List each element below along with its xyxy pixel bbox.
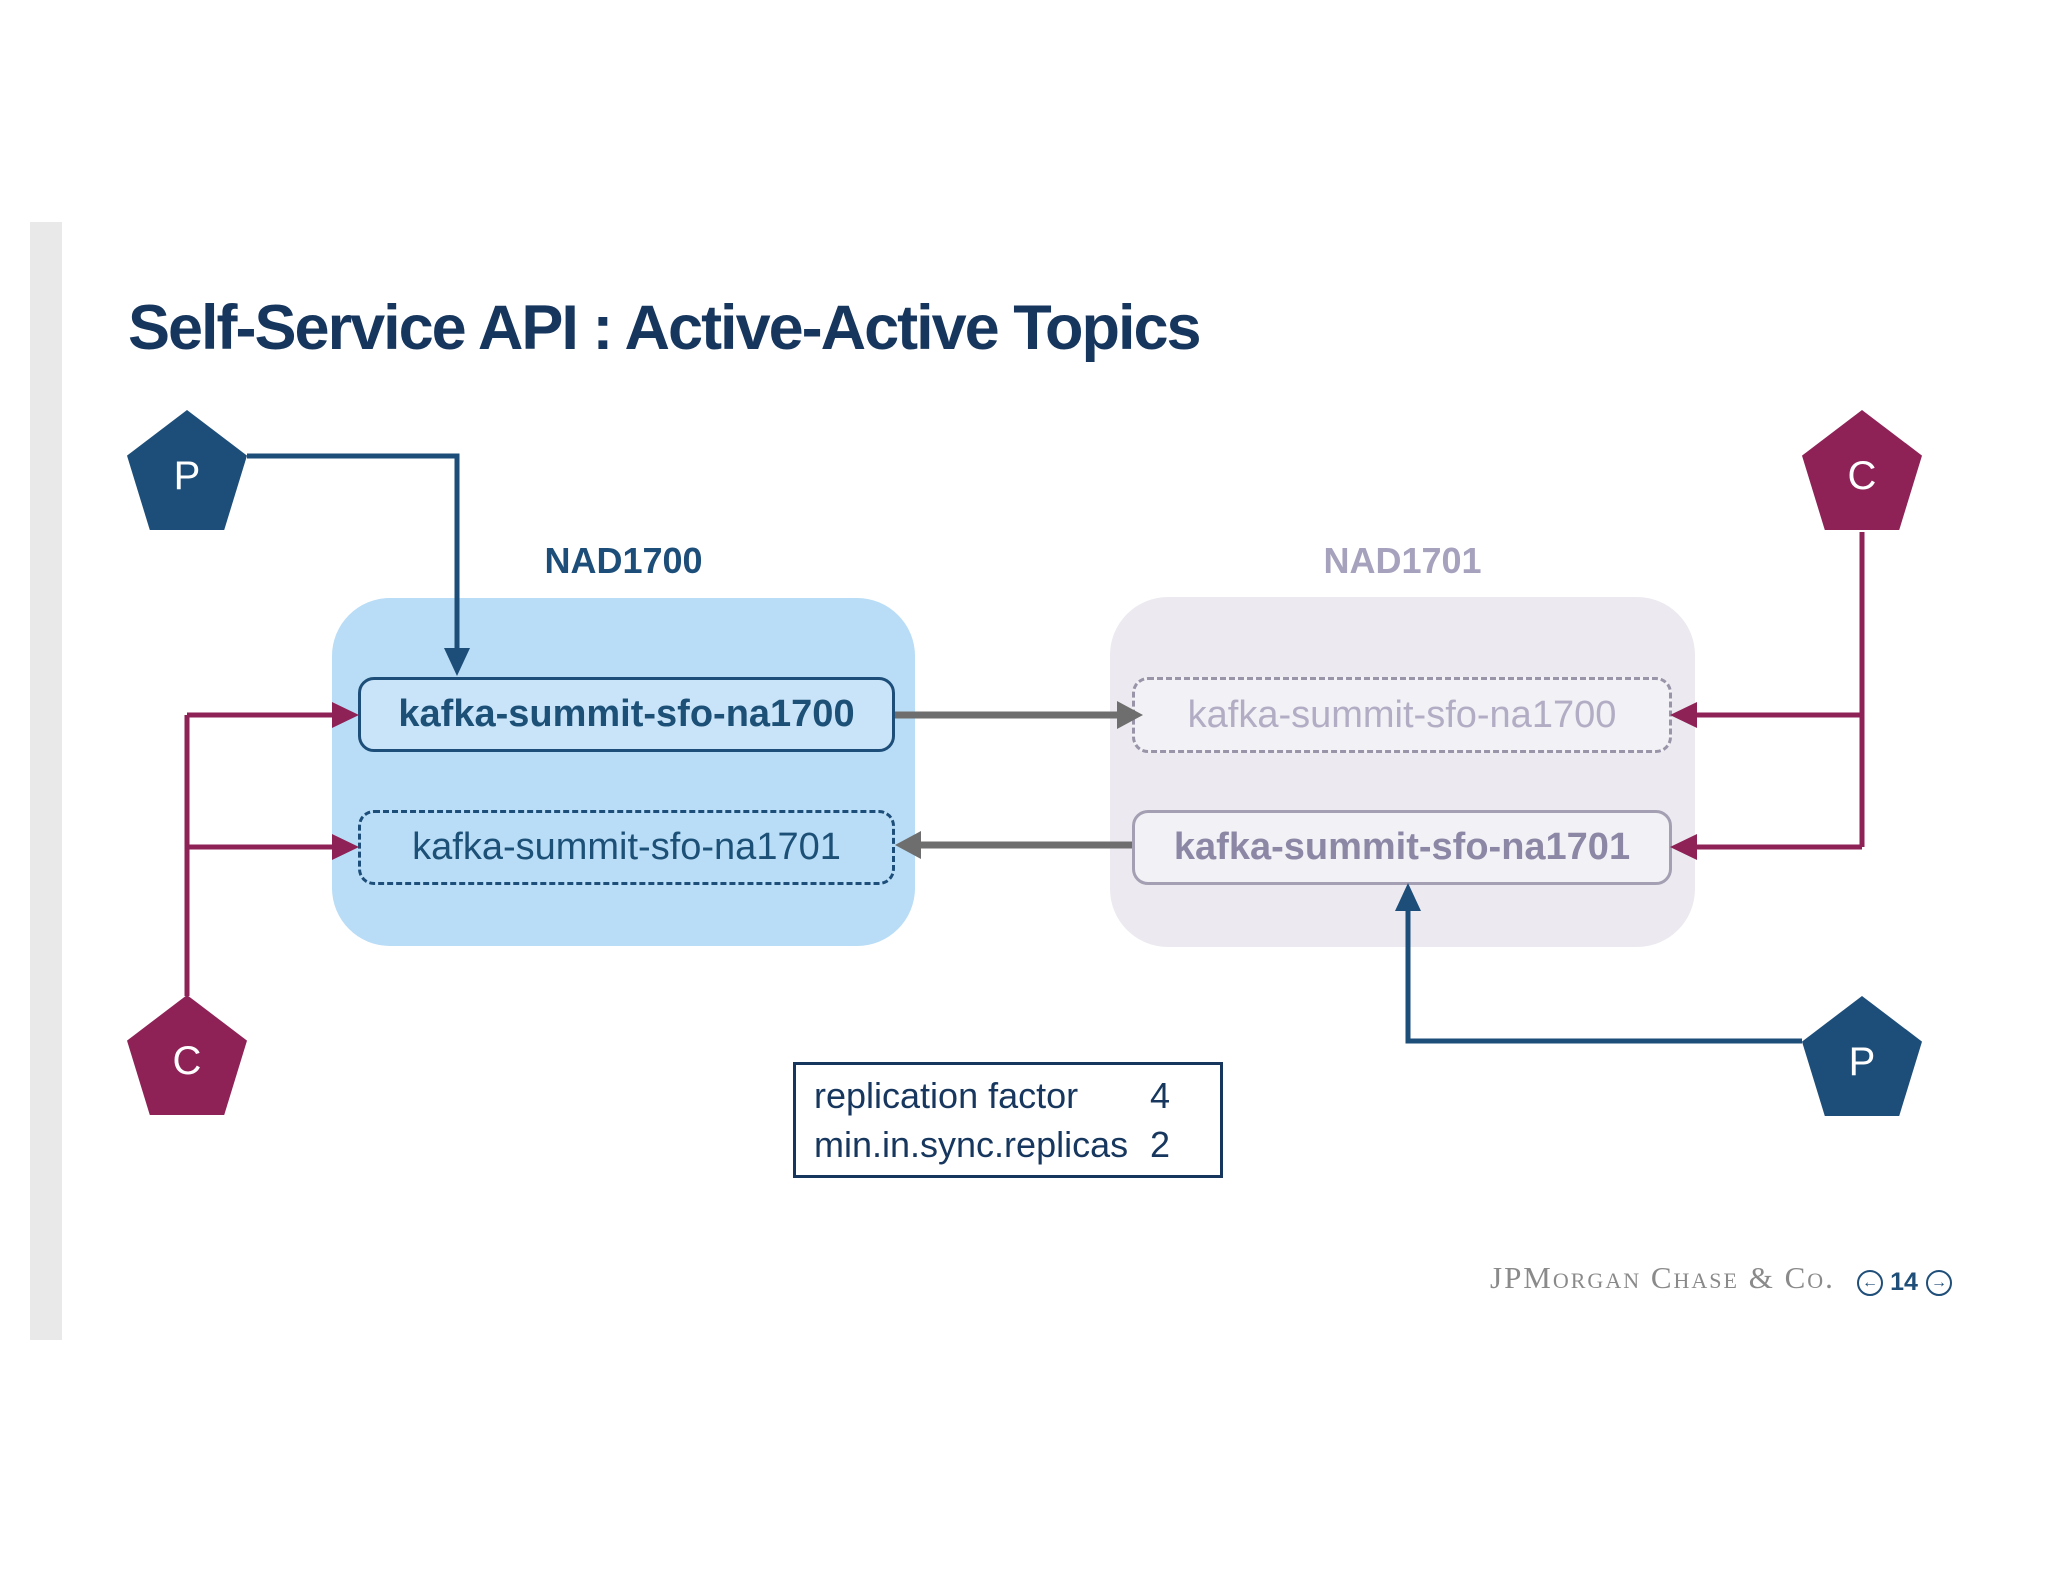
consumer-left-pentagon: C: [127, 995, 247, 1115]
topic-right-primary-label: kafka-summit-sfo-na1701: [1173, 826, 1631, 868]
consumer-right-pentagon: C: [1802, 410, 1922, 530]
topic-left-primary-label: kafka-summit-sfo-na1700: [398, 693, 855, 735]
producer-right-label: P: [1848, 1039, 1876, 1084]
topic-right-replica-label: kafka-summit-sfo-na1700: [1187, 693, 1617, 736]
page-title: Self-Service API : Active-Active Topics: [128, 293, 1202, 363]
producer-left-label: P: [173, 453, 201, 498]
config-row-replication-factor: replication factor 4: [796, 1073, 1220, 1118]
arrow-consumer-right-to-topics: [1670, 532, 1865, 860]
cluster-right-region: [1110, 597, 1695, 947]
replication-config-box: replication factor 4 min.in.sync.replica…: [793, 1062, 1223, 1178]
producer-left-pentagon: P: [127, 410, 247, 530]
config-key: min.in.sync.replicas: [814, 1124, 1129, 1165]
config-value: 4: [1149, 1075, 1170, 1116]
next-page-button[interactable]: →: [1926, 1270, 1952, 1296]
config-key: replication factor: [814, 1075, 1079, 1116]
arrow-left-circle-icon: ←: [1862, 1274, 1878, 1291]
jpmorgan-logo: JPMorgan Chase & Co.: [1490, 1260, 1835, 1295]
page-number: 14: [1890, 1268, 1918, 1296]
cluster-left-name: NAD1700: [544, 540, 703, 581]
cluster-right-name: NAD1701: [1323, 540, 1482, 581]
producer-right-pentagon: P: [1802, 996, 1922, 1116]
config-value: 2: [1149, 1124, 1170, 1165]
topic-right-replica: kafka-summit-sfo-na1700: [1132, 677, 1672, 753]
left-scroll-rail[interactable]: [30, 222, 62, 1340]
arrow-mirror-na1700: [895, 701, 1143, 729]
topic-left-primary: kafka-summit-sfo-na1700: [358, 677, 895, 752]
topic-right-primary: kafka-summit-sfo-na1701: [1132, 810, 1672, 885]
consumer-right-label: C: [1847, 453, 1877, 498]
topic-left-replica-label: kafka-summit-sfo-na1701: [412, 826, 841, 868]
arrow-right-circle-icon: →: [1931, 1274, 1947, 1291]
consumer-left-label: C: [172, 1038, 202, 1083]
topic-left-replica: kafka-summit-sfo-na1701: [358, 810, 895, 885]
config-row-min-insync-replicas: min.in.sync.replicas 2: [796, 1122, 1220, 1167]
arrow-mirror-na1701: [895, 831, 1132, 859]
prev-page-button[interactable]: ←: [1857, 1270, 1883, 1296]
cluster-left-region: [332, 598, 915, 946]
